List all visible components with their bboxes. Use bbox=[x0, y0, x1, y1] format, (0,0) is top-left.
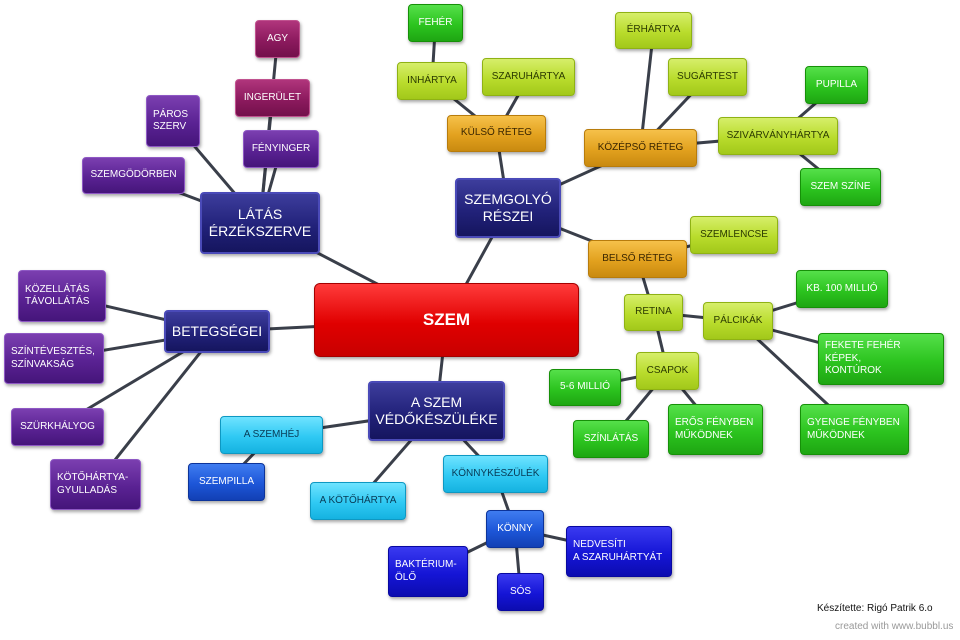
node-szurkhalyog[interactable]: SZÜRKHÁLYOG bbox=[11, 408, 104, 446]
connector-node-kozepso-reteg-to-node-erhartya bbox=[639, 29, 655, 150]
credit-site: created with www.bubbl.us bbox=[835, 621, 954, 632]
node-pupilla[interactable]: PUPILLA bbox=[805, 66, 868, 104]
branch-latas-erzekszerve[interactable]: LÁTÁS ÉRZÉKSZERVE bbox=[200, 192, 320, 254]
node-kotohartya-gyulladas[interactable]: KÖTŐHÁRTYA- GYULLADÁS bbox=[50, 459, 141, 510]
node-kulso-reteg[interactable]: KÜLSŐ RÉTEG bbox=[447, 115, 546, 152]
node-sugartest[interactable]: SUGÁRTEST bbox=[668, 58, 747, 96]
credit-author: Készítette: Rigó Patrik 6.o bbox=[817, 603, 933, 614]
node-inhartya[interactable]: INHÁRTYA bbox=[397, 62, 467, 100]
node-szaruhartya[interactable]: SZARUHÁRTYA bbox=[482, 58, 575, 96]
node-nedvesiti[interactable]: NEDVESÍTI A SZARUHÁRTYÁT bbox=[566, 526, 672, 577]
node-fekete-feher-kepek[interactable]: FEKETE FEHÉR KÉPEK, KONTÚROK bbox=[818, 333, 944, 385]
node-bakteriumolo[interactable]: BAKTÉRIUM- ÖLŐ bbox=[388, 546, 468, 597]
branch-vedokeszuleke[interactable]: A SZEM VÉDŐKÉSZÜLÉKE bbox=[368, 381, 505, 441]
node-szemgodorben[interactable]: SZEMGÖDÖRBEN bbox=[82, 157, 185, 194]
node-kozepso-reteg[interactable]: KÖZÉPSŐ RÉTEG bbox=[584, 129, 697, 167]
branch-betegsegei[interactable]: BETEGSÉGEI bbox=[164, 310, 270, 353]
node-palcikak[interactable]: PÁLCIKÁK bbox=[703, 302, 773, 340]
node-a-kotohartya[interactable]: A KÖTŐHÁRTYA bbox=[310, 482, 406, 520]
node-szempilla[interactable]: SZEMPILLA bbox=[188, 463, 265, 501]
node-belso-reteg[interactable]: BELSŐ RÉTEG bbox=[588, 240, 687, 278]
node-paros-szerv[interactable]: PÁROS SZERV bbox=[146, 95, 200, 147]
node-konnykeszulek[interactable]: KÖNNYKÉSZÜLÉK bbox=[443, 455, 548, 493]
node-kozellatas-tavollatas[interactable]: KÖZELLÁTÁS TÁVOLLÁTÁS bbox=[18, 270, 106, 322]
root-node-szem[interactable]: SZEM bbox=[314, 283, 579, 357]
node-szinteveszes-szinvaksag[interactable]: SZÍNTÉVESZTÉS, SZÍNVAKSÁG bbox=[4, 333, 104, 384]
node-erhartya[interactable]: ÉRHÁRTYA bbox=[615, 12, 692, 49]
node-fenyinger[interactable]: FÉNYINGER bbox=[243, 130, 319, 168]
node-ingerulet[interactable]: INGERÜLET bbox=[235, 79, 310, 117]
node-csapok[interactable]: CSAPOK bbox=[636, 352, 699, 390]
node-szemlencse[interactable]: SZEMLENCSE bbox=[690, 216, 778, 254]
node-gyenge-fenyben[interactable]: GYENGE FÉNYBEN MŰKÖDNEK bbox=[800, 404, 909, 455]
node-eros-fenyben[interactable]: ERŐS FÉNYBEN MŰKÖDNEK bbox=[668, 404, 763, 455]
node-retina[interactable]: RETINA bbox=[624, 294, 683, 331]
node-agy[interactable]: AGY bbox=[255, 20, 300, 58]
node-feher[interactable]: FEHÉR bbox=[408, 4, 463, 42]
node-sos[interactable]: SÓS bbox=[497, 573, 544, 611]
node-szivarvanyhartya[interactable]: SZIVÁRVÁNYHÁRTYA bbox=[718, 117, 838, 155]
node-a-szemhej[interactable]: A SZEMHÉJ bbox=[220, 416, 323, 454]
node-5-6-millio[interactable]: 5-6 MILLIÓ bbox=[549, 369, 621, 406]
node-szinlatas[interactable]: SZÍNLÁTÁS bbox=[573, 420, 649, 458]
node-konny[interactable]: KÖNNY bbox=[486, 510, 544, 548]
branch-szemgolyo-reszei[interactable]: SZEMGOLYÓ RÉSZEI bbox=[455, 178, 561, 238]
node-kb-100-millio[interactable]: KB. 100 MILLIÓ bbox=[796, 270, 888, 308]
node-szem-szine[interactable]: SZEM SZÍNE bbox=[800, 168, 881, 206]
